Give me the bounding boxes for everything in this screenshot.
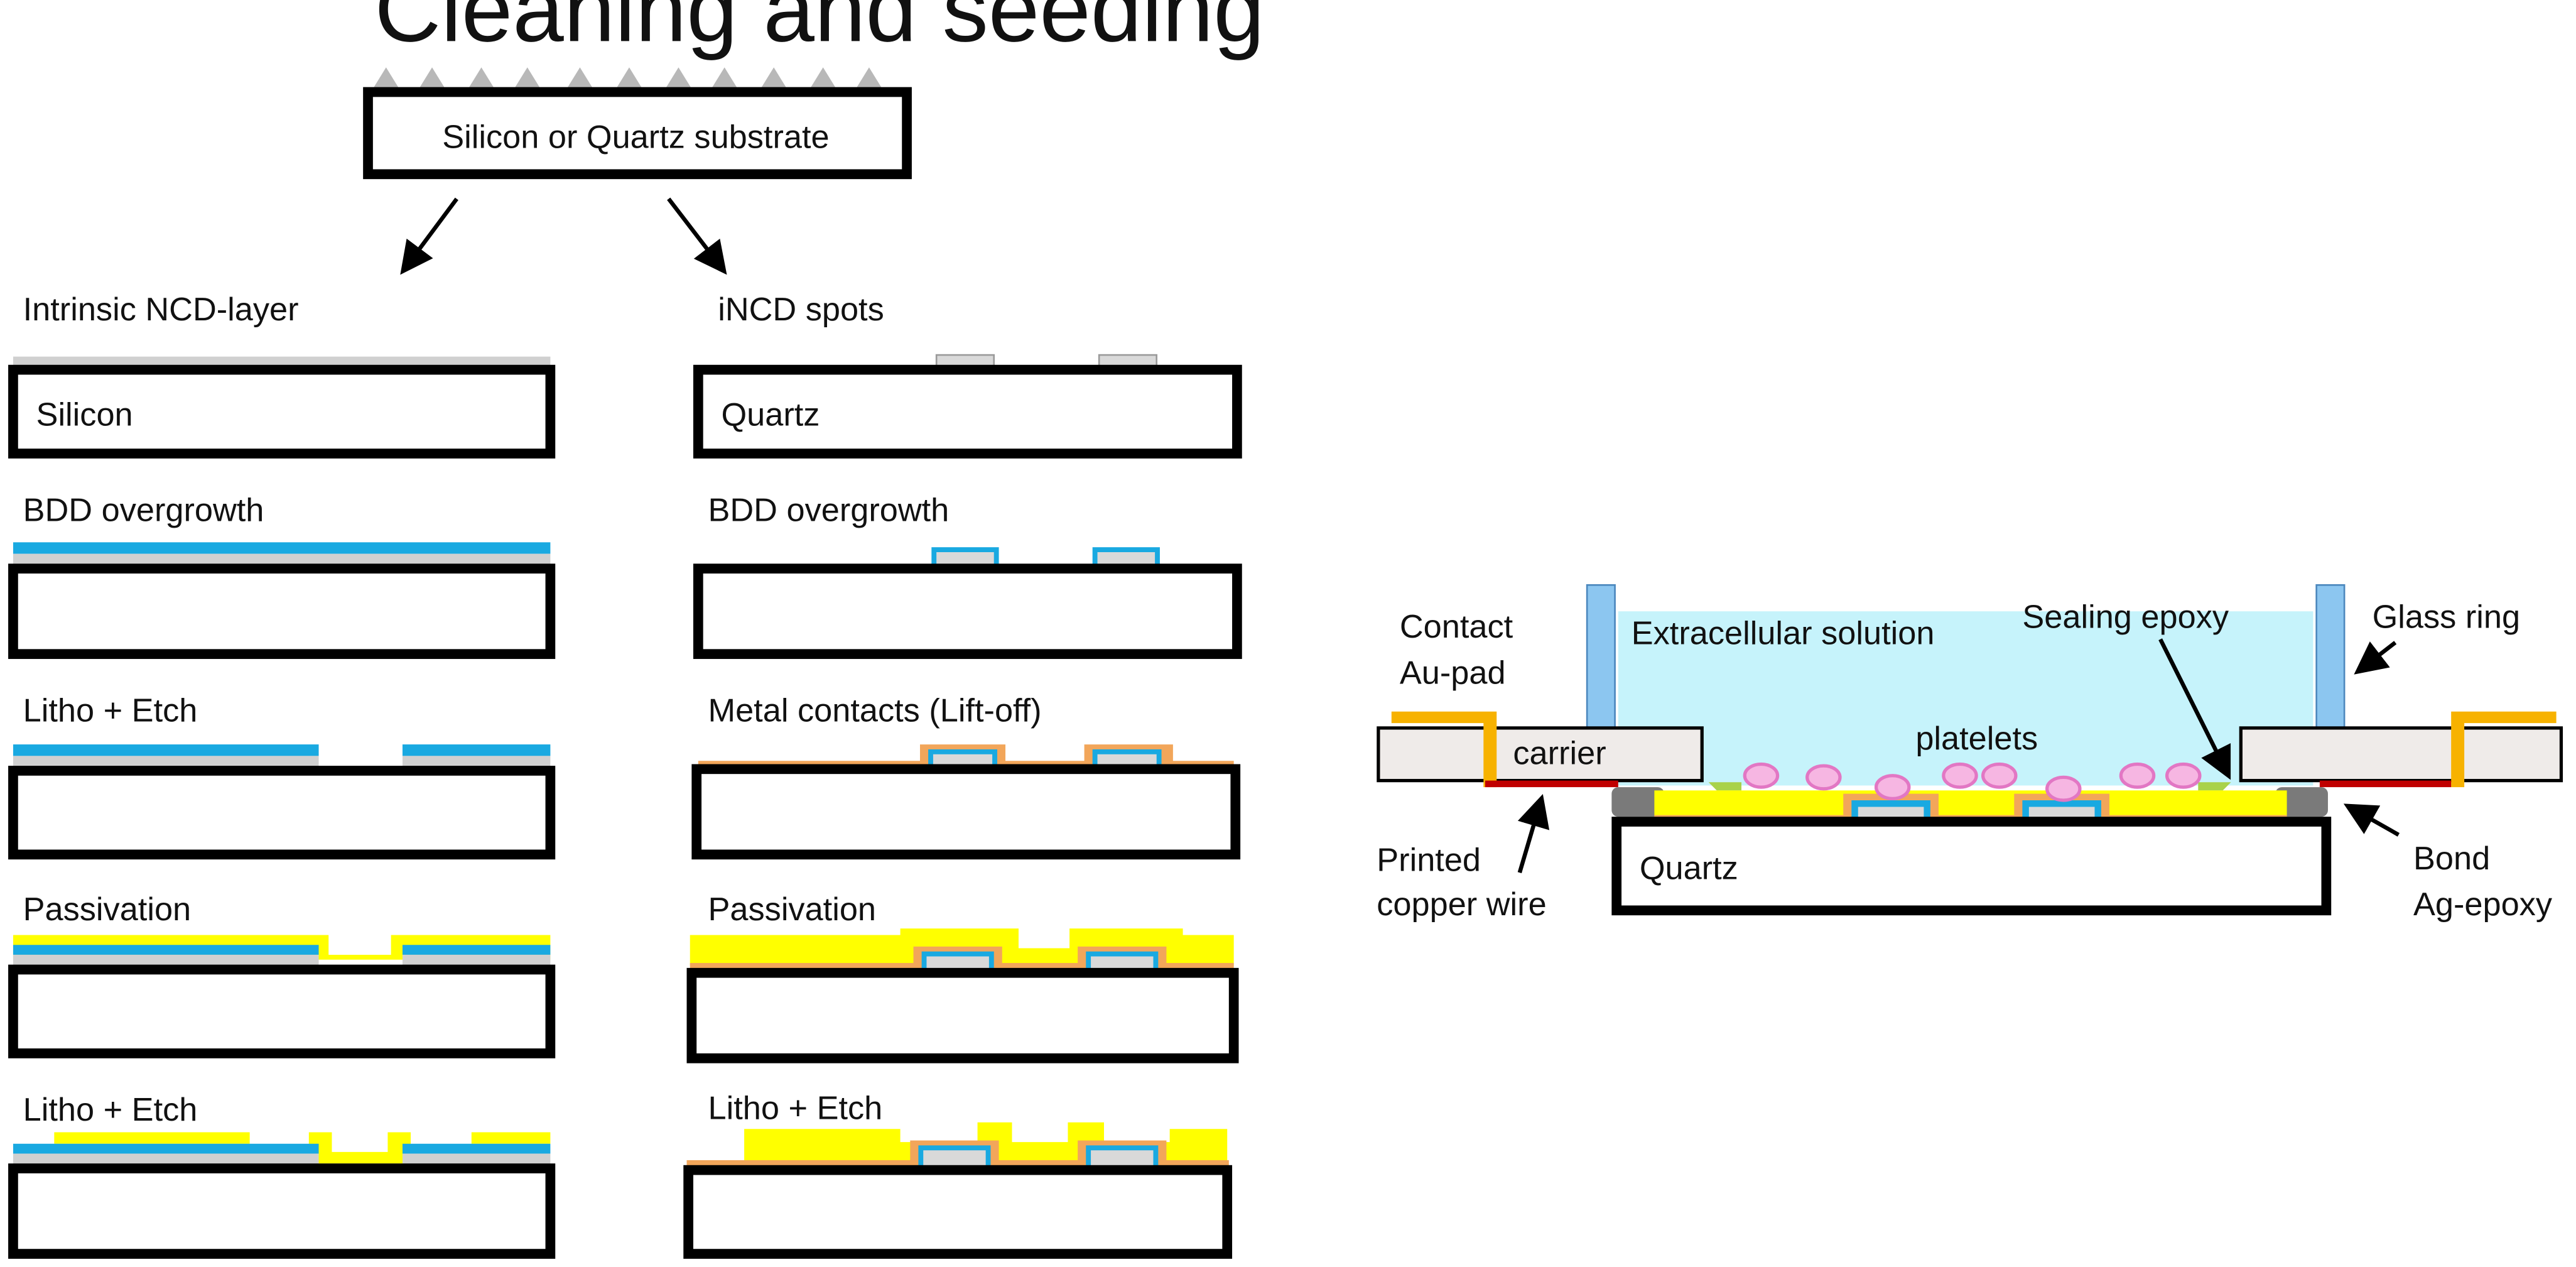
sealing-epoxy-left (1708, 782, 1742, 791)
sealing-epoxy-right (2198, 782, 2231, 791)
platelet (2119, 762, 2156, 789)
arrow-bond-epoxy (2343, 803, 2400, 837)
arrow-copper-wire (1517, 793, 1550, 874)
device-cross-section: carrier Quartz Extracellular solu (1377, 584, 2563, 923)
left-column: Intrinsic NCD-layer Silicon BDD overgrow… (8, 291, 556, 1259)
substrate-box (8, 563, 556, 660)
passivation-layer (471, 1132, 551, 1144)
sealing-label: Sealing epoxy (2022, 599, 2229, 635)
bdd-layer (13, 542, 551, 554)
substrate-box (363, 87, 912, 180)
substrate-label: Silicon or Quartz substrate (442, 119, 829, 155)
substrate-box (691, 764, 1241, 860)
au-pad-left (1391, 711, 1497, 788)
platelet (1942, 762, 1978, 789)
middle-step-2-label: Metal contacts (Lift-off) (708, 692, 1042, 729)
platelets-label: platelets (1915, 721, 2038, 757)
substrate-box (693, 563, 1242, 660)
middle-column: iNCD spots Quartz BDD overgrowth Metal c… (683, 291, 1242, 1259)
substrate-box (8, 964, 556, 1058)
arrow-sealing-epoxy (2158, 638, 2231, 780)
middle-step-1-label: BDD overgrowth (708, 492, 950, 528)
left-step-4-label: Litho + Etch (23, 1092, 198, 1128)
bdd-layer (402, 945, 551, 955)
platelet (2045, 775, 2082, 802)
arrow-left-branch (400, 197, 458, 275)
arrow-right-branch (667, 197, 727, 275)
solution-label: Extracellular solution (1632, 616, 1935, 652)
platelet (1874, 774, 1911, 801)
passivation-layer (54, 1132, 250, 1144)
platelet (1805, 764, 1842, 791)
incd-layer (13, 1153, 319, 1165)
substrate-box (683, 1165, 1233, 1259)
glass-ring-left (1586, 584, 1616, 734)
quartz-box (1611, 817, 2332, 916)
incd-spot (926, 956, 989, 970)
carrier-label: carrier (1513, 735, 1606, 771)
silicon-box (8, 364, 556, 459)
middle-heading: iNCD spots (718, 291, 884, 328)
bdd-layer (402, 744, 551, 756)
substrate-box (8, 1163, 556, 1259)
silicon-label: Silicon (36, 397, 133, 433)
platelets (1743, 762, 2202, 802)
incd-layer (13, 954, 319, 967)
platelet (1743, 762, 1780, 789)
incd-layer (402, 954, 551, 967)
contact-label-line1: Contact (1400, 609, 1513, 645)
extracellular-solution (1618, 611, 2314, 786)
seed-triangles (372, 67, 882, 89)
left-heading: Intrinsic NCD-layer (23, 291, 299, 328)
bdd-layer (402, 1143, 551, 1154)
contact-label-line2: Au-pad (1400, 655, 1506, 691)
bdd-layer (13, 744, 319, 756)
platelet (2165, 762, 2202, 789)
bond-epoxy-right (2275, 787, 2328, 817)
bond-label-line2: Ag-epoxy (2413, 886, 2553, 923)
quartz-label: Quartz (1640, 851, 1738, 887)
bdd-layer (13, 1143, 319, 1154)
carrier-right (2239, 726, 2563, 783)
left-step-3-label: Passivation (23, 891, 192, 928)
bond-epoxy-left (1611, 787, 1665, 817)
copper-label-line1: Printed (1377, 842, 1481, 879)
substrate-box (8, 766, 556, 860)
au-pad-right (2451, 711, 2557, 788)
arrow-glass-ring (2354, 641, 2397, 675)
top-title: Cleaning and seeding (374, 0, 1264, 61)
quartz-box (693, 364, 1242, 459)
middle-step-4-label: Litho + Etch (708, 1090, 883, 1127)
incd-spot (1091, 956, 1154, 970)
middle-step-3-label: Passivation (708, 891, 877, 928)
left-step-1-label: BDD overgrowth (23, 492, 264, 528)
substrate-box (686, 967, 1239, 1063)
glass-ring-right (2315, 584, 2346, 734)
copper-label-line2: copper wire (1377, 886, 1546, 923)
bond-label-line1: Bond (2413, 840, 2490, 877)
left-step-2-label: Litho + Etch (23, 692, 198, 729)
quartz-label: Quartz (721, 397, 820, 433)
glass-label: Glass ring (2373, 599, 2520, 635)
copper-wire-right (2319, 780, 2452, 788)
bdd-layer (13, 945, 319, 955)
incd-layer (402, 1153, 551, 1165)
platelet (1981, 762, 2018, 789)
passivation-layer (308, 1132, 411, 1164)
copper-wire-left (1485, 780, 1618, 788)
